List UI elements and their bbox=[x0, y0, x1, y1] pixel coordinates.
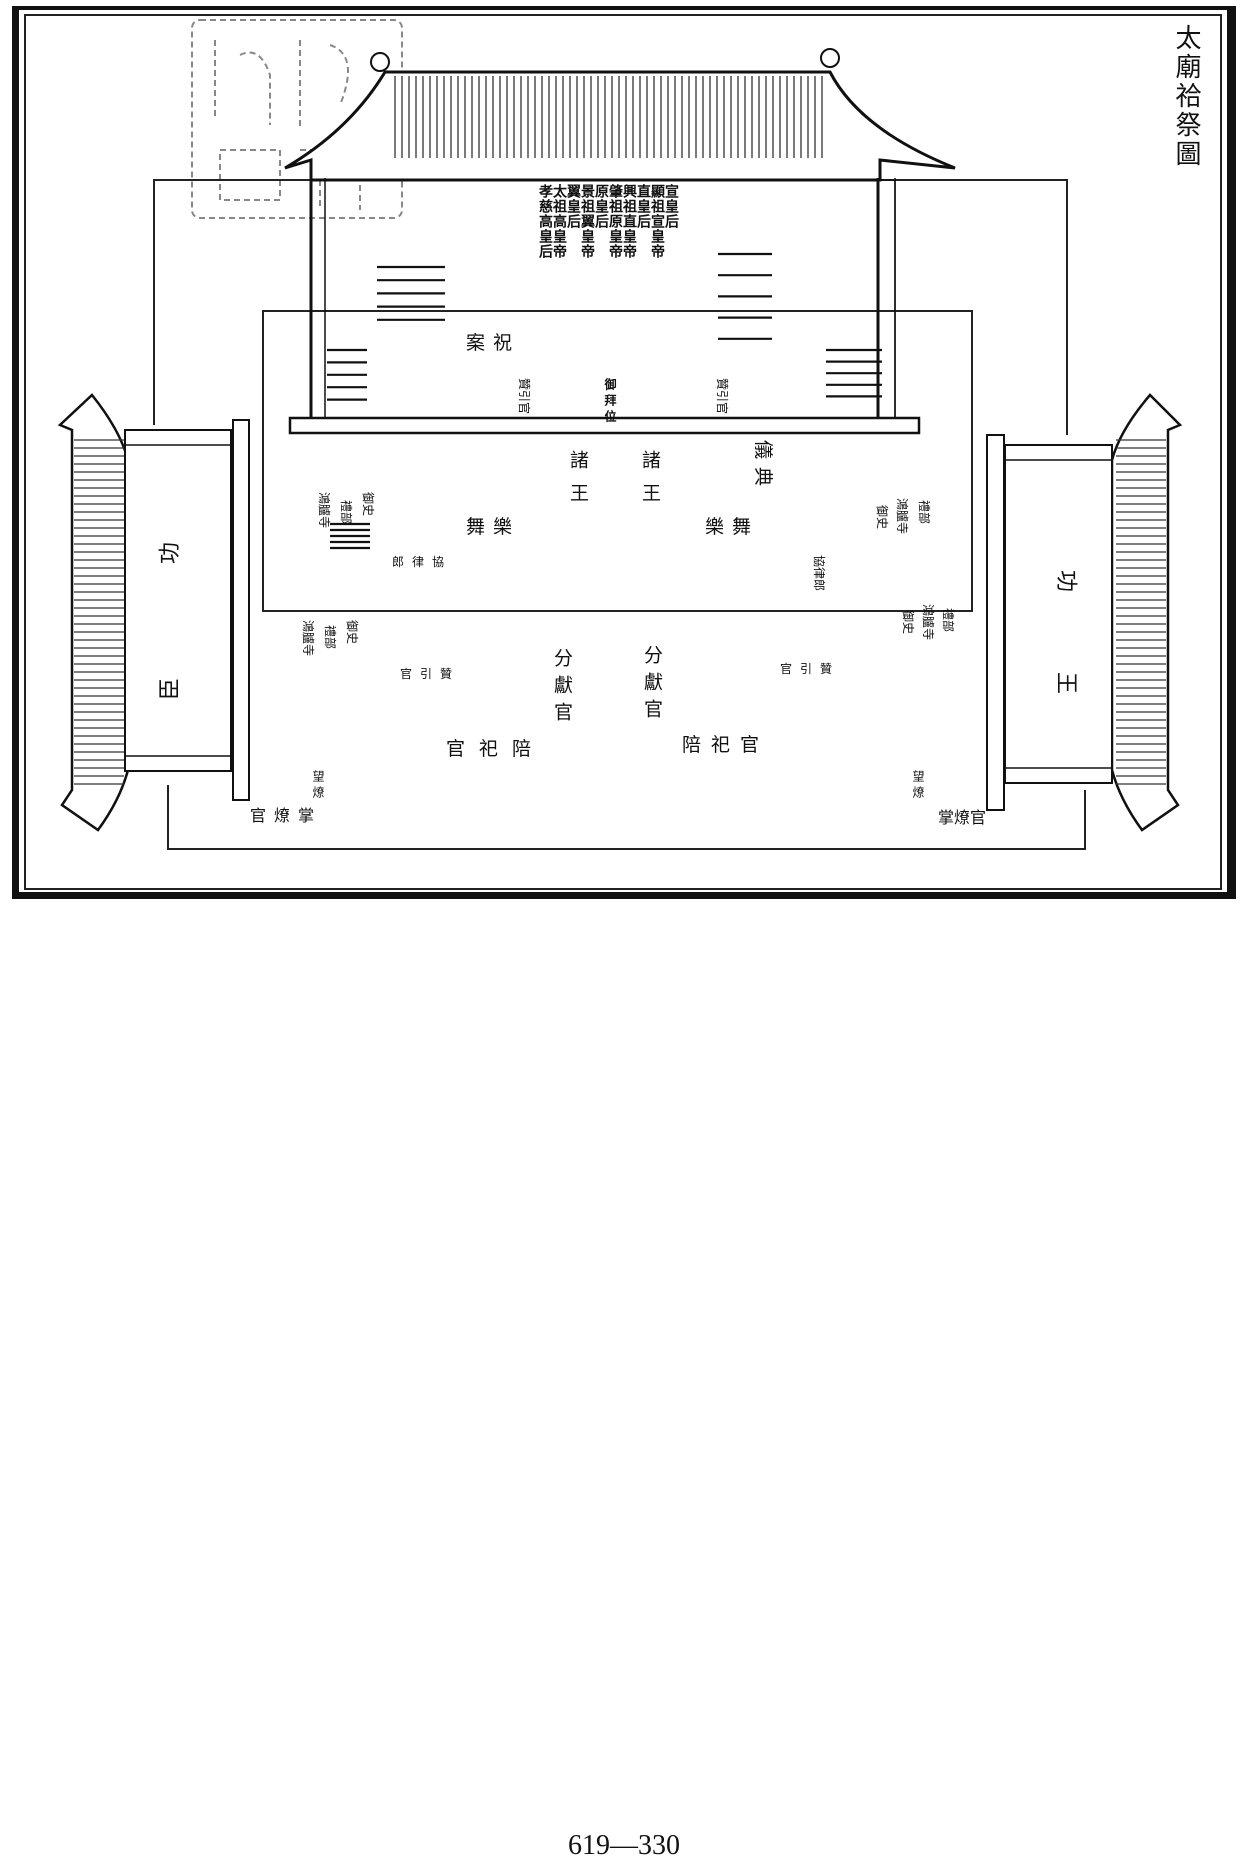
princes-label: 諸王 bbox=[567, 450, 589, 516]
east-hall-label: 王 bbox=[1053, 672, 1078, 695]
tablet: 孝慈高皇后 bbox=[537, 184, 553, 259]
honglu-court-label: 鴻臚寺 bbox=[921, 604, 935, 641]
attending-official-label: 陪祀官 bbox=[446, 738, 546, 760]
usher-label: 贊引官 bbox=[517, 378, 531, 415]
censor-label: 御史 bbox=[875, 505, 889, 530]
tablet: 原皇后 bbox=[593, 184, 609, 229]
altar-table-label: 祝案 bbox=[466, 332, 521, 354]
attending-official-label: 陪祀官 bbox=[682, 734, 770, 756]
tablet: 直皇后 bbox=[635, 184, 651, 229]
music-dance-label: 樂舞 bbox=[705, 516, 760, 538]
rites-ministry-label: 禮部 bbox=[323, 625, 337, 650]
burning-watch-label: 望燎 bbox=[911, 770, 925, 802]
burning-watch-label: 望燎 bbox=[311, 770, 325, 802]
censor-label: 御史 bbox=[901, 610, 915, 635]
emperor-position-label: 御拜位 bbox=[603, 378, 617, 426]
censor-label: 御史 bbox=[345, 620, 359, 645]
honglu-court-label: 鴻臚寺 bbox=[895, 498, 909, 535]
burning-official-label: 掌燎官 bbox=[938, 808, 987, 827]
rites-ministry-label: 禮部 bbox=[917, 500, 931, 525]
page-border bbox=[12, 6, 1236, 899]
music-director-label: 協律郎 bbox=[392, 555, 453, 569]
rites-ministry-label: 禮部 bbox=[941, 608, 955, 633]
branch-offering-official-label: 分獻官 bbox=[551, 648, 573, 729]
rites-ministry-label: 禮部 bbox=[339, 500, 353, 525]
east-side-hall bbox=[986, 393, 1183, 832]
music-dance-label: 樂舞 bbox=[466, 516, 521, 538]
tablet: 宣皇后 bbox=[663, 184, 679, 229]
west-hall-label: 臣 bbox=[158, 677, 183, 700]
tablet-inscription-blocks bbox=[327, 252, 882, 550]
tablet: 翼皇后 bbox=[565, 184, 581, 229]
branch-offering-official-label: 分獻官 bbox=[641, 645, 663, 726]
honglu-court-label: 鴻臚寺 bbox=[301, 620, 315, 657]
tablet: 景祖翼皇帝 bbox=[579, 184, 595, 259]
west-hall-label: 功 bbox=[158, 541, 183, 564]
tablet: 興祖直皇帝 bbox=[621, 184, 637, 259]
burning-official-label: 掌燎官 bbox=[250, 806, 323, 825]
ceremony-master-label: 典儀 bbox=[752, 440, 774, 495]
music-director-label: 協律郎 bbox=[812, 555, 826, 592]
usher-label: 贊引官 bbox=[715, 378, 729, 415]
ancestral-tablets: 宣皇后 顯祖宣皇帝 直皇后 興祖直皇帝 肇祖原皇帝 原皇后 景祖翼皇帝 翼皇后 … bbox=[537, 184, 679, 259]
page-border-inner bbox=[24, 14, 1222, 890]
east-hall-label: 功 bbox=[1053, 570, 1078, 593]
west-side-hall bbox=[57, 393, 250, 832]
tablet: 太祖高皇帝 bbox=[551, 184, 567, 259]
usher-label: 贊引官 bbox=[400, 667, 461, 681]
page-number: 619—330 bbox=[568, 1830, 680, 1861]
courtyard-walls bbox=[153, 179, 1086, 850]
censor-label: 御史 bbox=[361, 492, 375, 517]
temple-diagram bbox=[57, 19, 1183, 850]
honglu-court-label: 鴻臚寺 bbox=[317, 492, 331, 529]
princes-label: 諸王 bbox=[639, 450, 661, 516]
diagram-title: 太廟祫祭圖 bbox=[1171, 24, 1201, 169]
main-hall bbox=[284, 48, 956, 435]
tablet: 肇祖原皇帝 bbox=[607, 184, 623, 259]
tablet: 顯祖宣皇帝 bbox=[649, 184, 665, 259]
usher-label: 贊引官 bbox=[780, 662, 841, 676]
